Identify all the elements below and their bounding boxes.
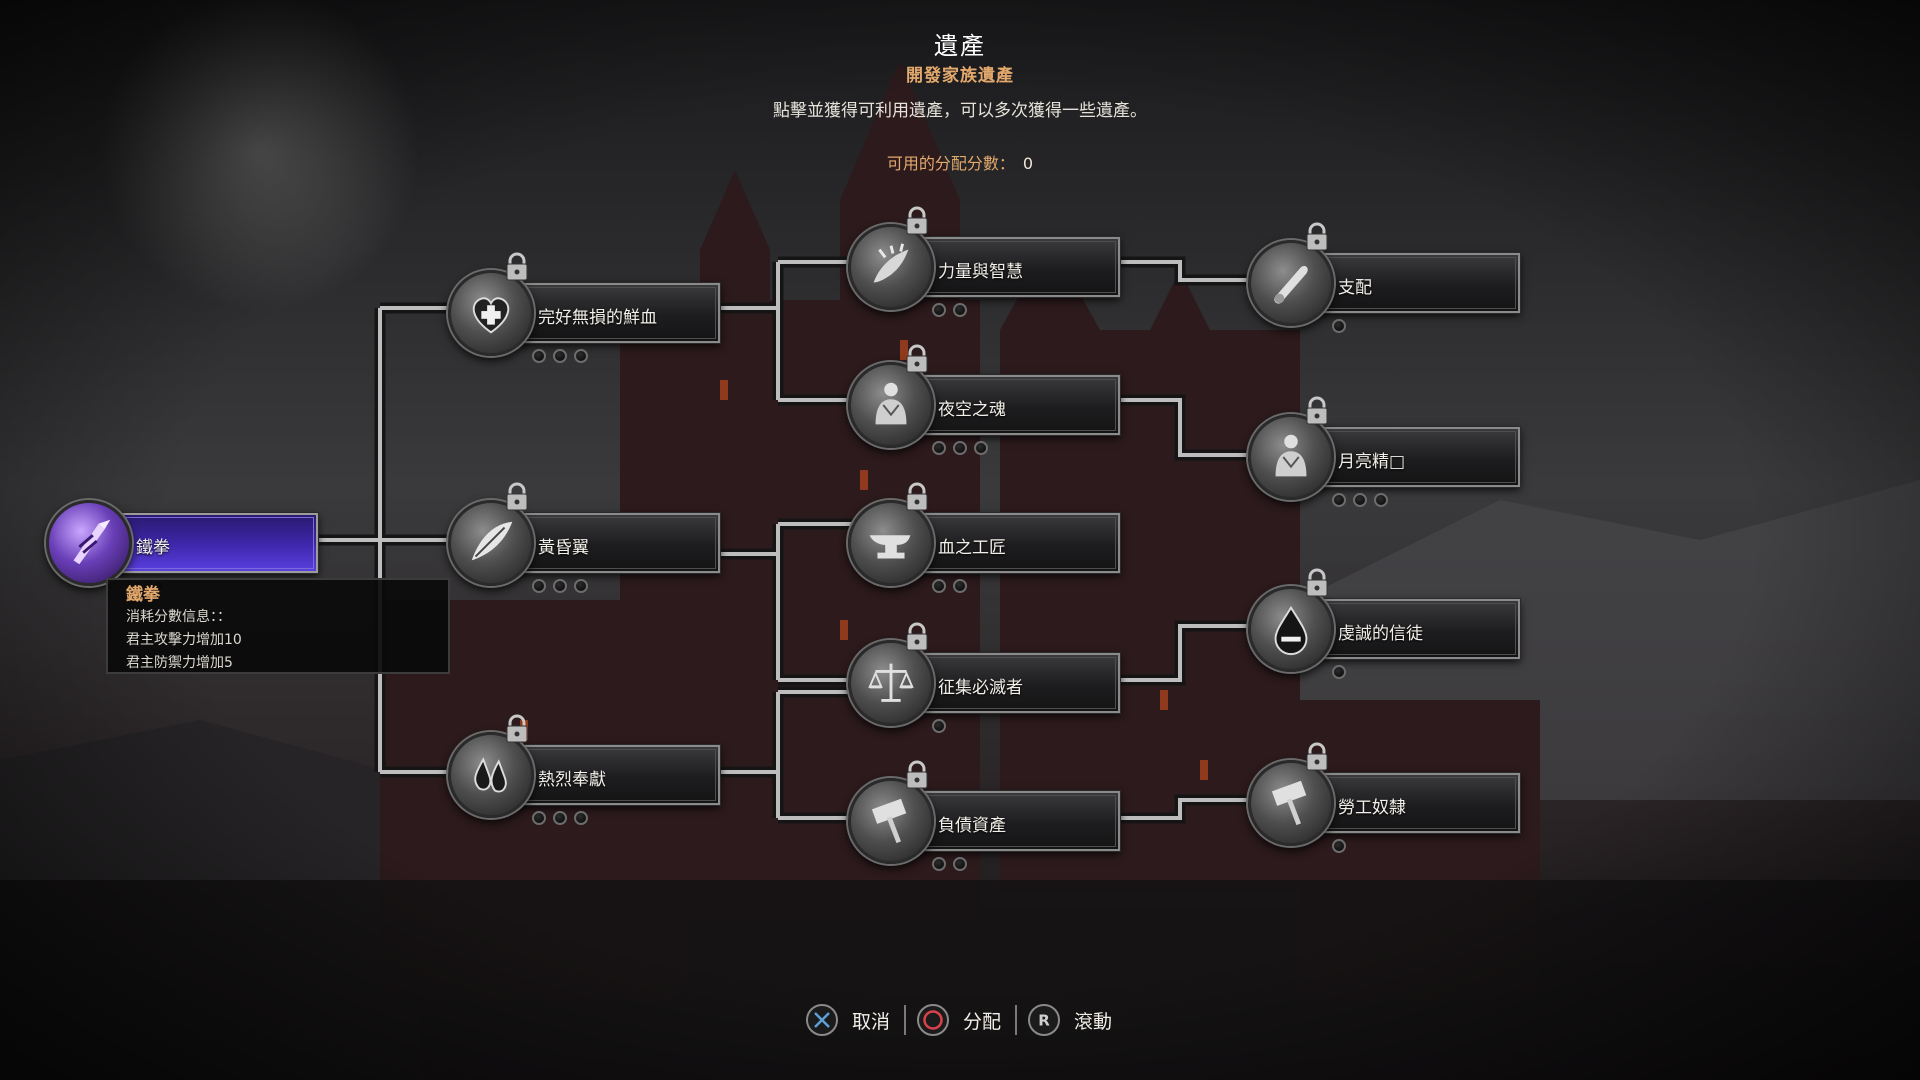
legacy-node-label: 勞工奴隸 <box>1338 798 1406 818</box>
muscled-figure-icon <box>1248 414 1334 500</box>
legacy-node-label: 血之工匠 <box>938 538 1006 558</box>
tooltip-title: 鐵拳 <box>126 585 160 605</box>
legacy-node-label: 虔誠的信徒 <box>1338 624 1423 644</box>
cancel-label: 取消 <box>852 1010 891 1033</box>
legacy-node-label: 完好無損的鮮血 <box>538 308 657 328</box>
legacy-node-label: 力量與智慧 <box>938 262 1023 282</box>
tooltip-cost-line: 消耗分數信息：： <box>126 609 231 625</box>
page-subtitle: 開發家族遺產 <box>906 66 1014 86</box>
beast-claw-icon <box>848 224 934 310</box>
page-title: 遺產 <box>934 32 986 60</box>
legacy-node-iron-fist[interactable]: 鐵拳 <box>46 500 318 600</box>
legacy-node-label: 支配 <box>1338 278 1372 298</box>
lock-icon <box>1306 742 1328 771</box>
legacy-node-conscript-mortals[interactable]: 征集必滅者 <box>848 622 1120 740</box>
cancel-prompt[interactable]: 取消 <box>805 1000 902 1040</box>
legacy-node-label: 負債資產 <box>938 816 1006 836</box>
lock-icon <box>1306 396 1328 425</box>
legacy-node-label: 熱烈奉獻 <box>538 770 606 790</box>
right-stick-glyph: R <box>1038 1012 1050 1030</box>
legacy-node-debt-assets[interactable]: 負債資產 <box>848 760 1120 878</box>
legacy-node-domination[interactable]: 支配 <box>1248 222 1520 340</box>
assign-label: 分配 <box>963 1010 1002 1033</box>
available-points-value: 0 <box>1022 154 1034 173</box>
war-hammer-icon <box>848 778 934 864</box>
legacy-node-label: 黃昏翼 <box>538 538 589 558</box>
lock-icon <box>1306 568 1328 597</box>
assign-prompt[interactable]: 分配 <box>916 1000 1013 1040</box>
lock-icon <box>906 206 928 235</box>
scroll-label: 滾動 <box>1074 1010 1113 1033</box>
legacy-node-label: 征集必滅者 <box>938 678 1023 698</box>
page-description: 點擊並獲得可利用遺產，可以多次獲得一些遺產。 <box>773 101 1147 121</box>
muscled-figure-icon <box>848 362 934 448</box>
claw-dagger-icon <box>46 500 132 586</box>
circle-button-icon <box>917 1004 950 1036</box>
available-points: 可用的分配分數： 0 <box>0 150 1920 174</box>
button-prompts: 取消 分配 R 滾動 <box>805 1000 1124 1040</box>
lock-icon <box>906 622 928 651</box>
legacy-node-blood-artisan[interactable]: 血之工匠 <box>848 482 1120 600</box>
cross-button-icon <box>806 1004 838 1036</box>
legacy-node-devout-believer[interactable]: 虔誠的信徒 <box>1248 568 1520 686</box>
scroll-icon <box>1248 240 1334 326</box>
legacy-node-fervent-devotion[interactable]: 熱烈奉獻 <box>448 714 720 832</box>
legacy-node-label: 鐵拳 <box>136 538 170 558</box>
tooltip-effect-defense: 君主防禦力增加5 <box>126 655 233 671</box>
legacy-node-labor-slaves[interactable]: 勞工奴隸 <box>1248 742 1520 860</box>
legacy-node-label: 月亮精□ <box>1338 452 1406 472</box>
lock-icon <box>506 714 528 743</box>
lock-icon <box>506 252 528 281</box>
prompt-divider <box>1015 1005 1018 1035</box>
lock-icon <box>906 760 928 789</box>
scales-icon <box>848 640 934 726</box>
lock-icon <box>906 344 928 373</box>
blood-drops-icon <box>448 732 534 818</box>
legacy-node-intact-blood[interactable]: 完好無損的鮮血 <box>448 252 720 370</box>
heart-cross-icon <box>448 270 534 356</box>
legacy-node-might-and-wisdom[interactable]: 力量與智慧 <box>848 206 1120 324</box>
legacy-node-night-sky-soul[interactable]: 夜空之魂 <box>848 344 1120 462</box>
lock-icon <box>506 482 528 511</box>
anvil-icon <box>848 500 934 586</box>
legacy-tooltip: 鐵拳 消耗分數信息：： 君主攻擊力增加10 君主防禦力增加5 <box>106 578 450 674</box>
scroll-prompt[interactable]: R 滾動 <box>1027 1000 1124 1040</box>
feather-wing-icon <box>448 500 534 586</box>
legacy-node-dusk-wing[interactable]: 黃昏翼 <box>448 482 720 600</box>
lock-icon <box>1306 222 1328 251</box>
tooltip-effect-attack: 君主攻擊力增加10 <box>126 632 242 648</box>
legacy-node-label: 夜空之魂 <box>938 400 1006 420</box>
prompt-divider <box>904 1005 907 1035</box>
lock-icon <box>906 482 928 511</box>
blood-drop-minus-icon <box>1248 586 1334 672</box>
right-stick-icon: R <box>1028 1004 1061 1036</box>
legacy-node-moon-essence[interactable]: 月亮精□ <box>1248 396 1520 514</box>
available-points-label: 可用的分配分數： <box>886 154 1015 173</box>
war-hammer-icon <box>1248 760 1334 846</box>
